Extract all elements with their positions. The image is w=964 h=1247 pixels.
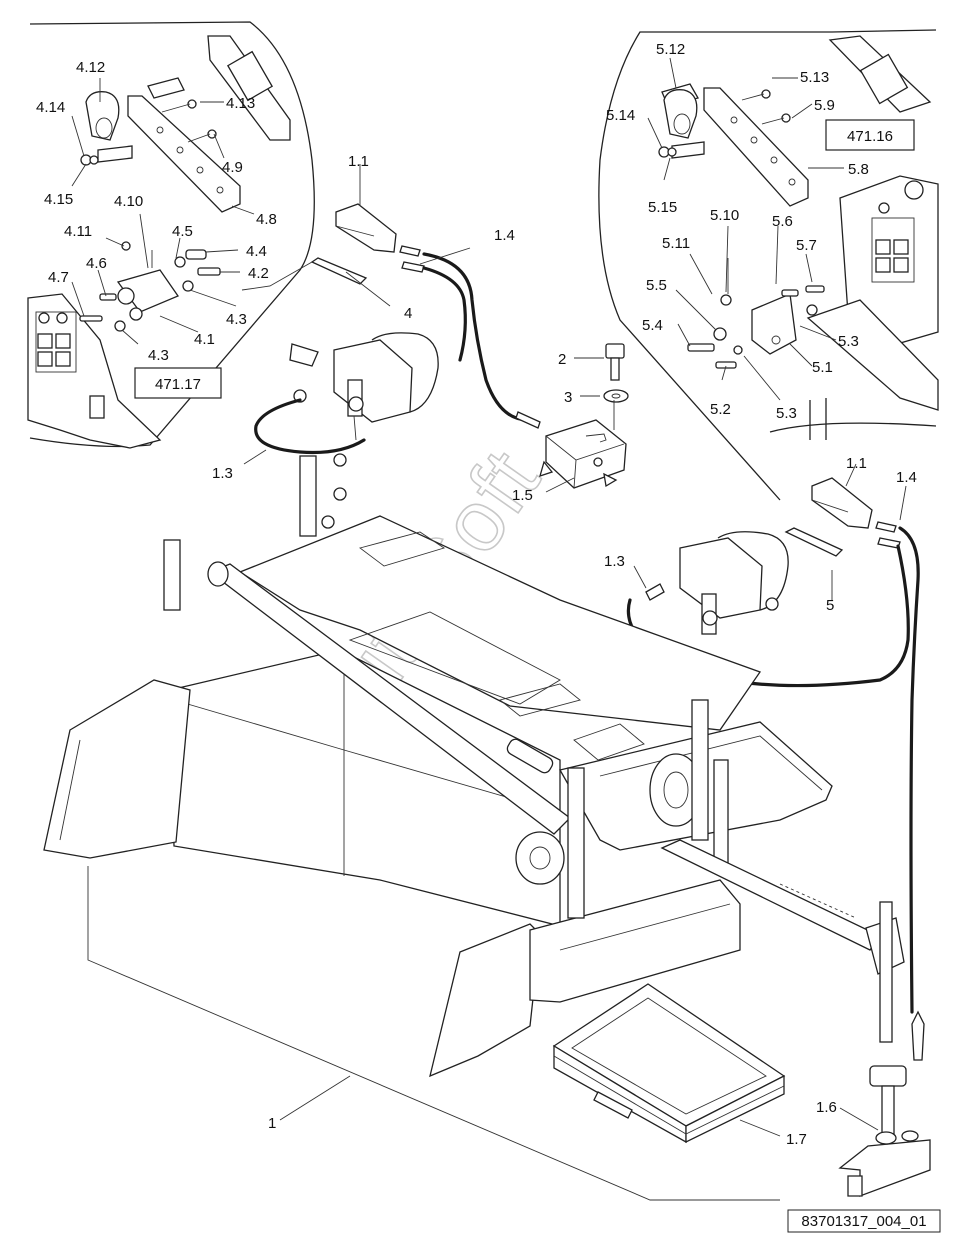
callout-5-10[interactable]: 5.10	[710, 207, 739, 224]
reference-box-471-17[interactable]: 471.17	[134, 367, 222, 399]
callout-5-1[interactable]: 5.1	[812, 359, 833, 376]
callout-4-13[interactable]: 4.13	[226, 95, 255, 112]
callout-5-8[interactable]: 5.8	[848, 161, 869, 178]
callout-4-14[interactable]: 4.14	[36, 99, 65, 116]
leader-lines	[71, 57, 907, 1201]
callout-5-3-upper[interactable]: 5.3	[838, 333, 859, 350]
callout-4-4[interactable]: 4.4	[246, 243, 267, 260]
callout-2[interactable]: 2	[558, 351, 566, 368]
storage-case-1-7	[552, 983, 786, 1144]
callout-4-15[interactable]: 4.15	[44, 191, 73, 208]
callout-1-6[interactable]: 1.6	[816, 1099, 837, 1116]
callout-4-11[interactable]: 4.11	[64, 223, 92, 240]
callout-1-1-lower[interactable]: 1.1	[846, 455, 867, 472]
callout-4-7[interactable]: 4.7	[48, 269, 69, 286]
callout-labels: 4.12 4.14 4.13 4.9 4.15 4.8 4.10 4.11 4.…	[36, 41, 917, 1148]
callout-5-9[interactable]: 5.9	[814, 97, 835, 114]
callout-3[interactable]: 3	[564, 389, 572, 406]
callout-1-5[interactable]: 1.5	[512, 487, 533, 504]
reference-label-471-16: 471.16	[847, 128, 893, 145]
callout-4-9[interactable]: 4.9	[222, 159, 243, 176]
callout-1-4-upper[interactable]: 1.4	[494, 227, 515, 244]
screed-main-body	[43, 453, 931, 1197]
reference-label-471-17: 471.17	[155, 376, 201, 393]
callout-5-4[interactable]: 5.4	[642, 317, 663, 334]
callout-5[interactable]: 5	[826, 597, 834, 614]
callout-4-3-upper[interactable]: 4.3	[226, 311, 247, 328]
callout-5-13[interactable]: 5.13	[800, 69, 829, 86]
callout-5-6[interactable]: 5.6	[772, 213, 793, 230]
callout-4-1[interactable]: 4.1	[194, 331, 215, 348]
callout-4-8[interactable]: 4.8	[256, 211, 277, 228]
callout-5-11[interactable]: 5.11	[662, 235, 690, 252]
drawing-number-box: 83701317_004_01	[787, 1209, 941, 1233]
screw-2	[605, 343, 625, 381]
callout-5-15[interactable]: 5.15	[648, 199, 677, 216]
callout-4-3-lower[interactable]: 4.3	[148, 347, 169, 364]
reference-box-471-16[interactable]: 471.16	[825, 119, 915, 151]
callout-5-5[interactable]: 5.5	[646, 277, 667, 294]
callout-4-5[interactable]: 4.5	[172, 223, 193, 240]
callout-4-12[interactable]: 4.12	[76, 59, 105, 76]
callout-4-6[interactable]: 4.6	[86, 255, 107, 272]
callout-4[interactable]: 4	[404, 305, 412, 322]
callout-5-2[interactable]: 5.2	[710, 401, 731, 418]
callout-1-7[interactable]: 1.7	[786, 1131, 807, 1148]
callout-1-3-upper[interactable]: 1.3	[212, 465, 233, 482]
left-detail-callout-bubble	[27, 21, 315, 449]
sensor-assembly-upper	[254, 203, 541, 455]
callout-5-14[interactable]: 5.14	[606, 107, 635, 124]
callout-4-10[interactable]: 4.10	[114, 193, 143, 210]
callout-4-2[interactable]: 4.2	[248, 265, 269, 282]
washer-3	[603, 389, 629, 403]
drawing-number-text: 83701317_004_01	[801, 1213, 926, 1230]
callout-1-1-upper[interactable]: 1.1	[348, 153, 369, 170]
callout-5-3-lower[interactable]: 5.3	[776, 405, 797, 422]
right-detail-callout-bubble	[598, 29, 939, 501]
callout-5-7[interactable]: 5.7	[796, 237, 817, 254]
sensor-assembly-lower	[626, 477, 920, 1014]
callout-1-4-lower[interactable]: 1.4	[896, 469, 917, 486]
callout-5-12[interactable]: 5.12	[656, 41, 685, 58]
sensor-module-1-5	[539, 419, 627, 489]
callout-1[interactable]: 1	[268, 1115, 276, 1132]
callout-1-3-lower[interactable]: 1.3	[604, 553, 625, 570]
